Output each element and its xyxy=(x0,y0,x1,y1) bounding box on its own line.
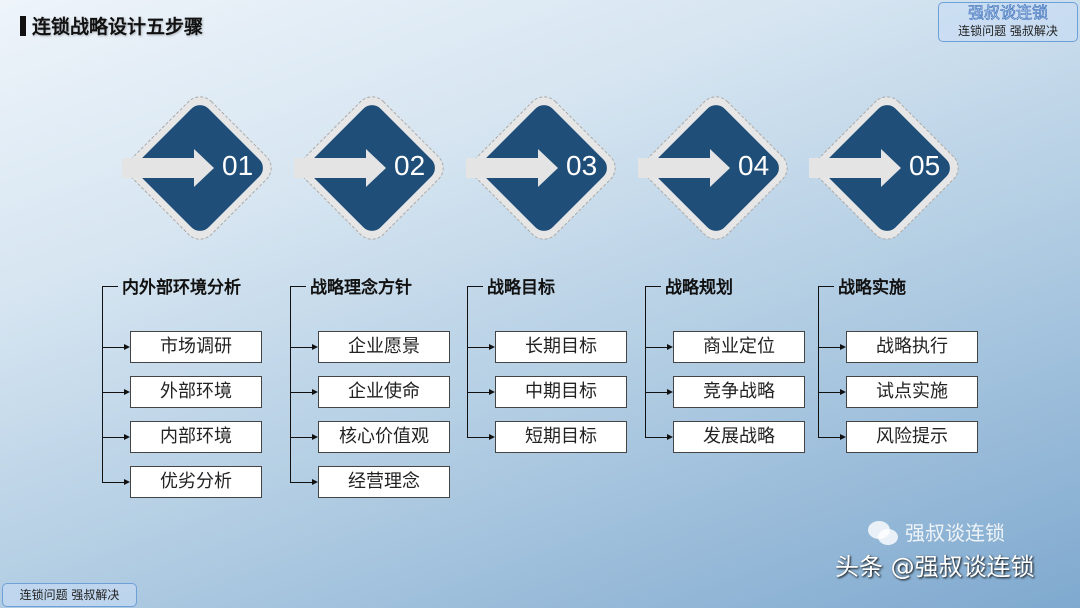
arrow-icon xyxy=(466,96,616,240)
item-arrow xyxy=(645,344,673,350)
step-item: 短期目标 xyxy=(495,421,627,453)
step-number: 01 xyxy=(222,150,254,181)
arrow-icon xyxy=(294,96,444,240)
title-text: 连锁战略设计五步骤 xyxy=(32,16,204,38)
item-arrow xyxy=(290,434,318,440)
step-item: 中期目标 xyxy=(495,376,627,408)
tree-line xyxy=(818,286,819,438)
step-heading: 战略目标 xyxy=(487,278,555,298)
title-bar xyxy=(20,15,26,36)
tree-line xyxy=(645,286,646,438)
item-arrow xyxy=(818,434,846,440)
step-number: 03 xyxy=(566,150,598,181)
step-number: 05 xyxy=(909,150,941,181)
arrow-icon xyxy=(809,96,959,240)
step-diamond-04: 04 xyxy=(630,82,802,254)
watermark: 头条 @强叔谈连锁 xyxy=(835,552,1035,582)
heading-connector xyxy=(102,286,118,287)
heading-connector xyxy=(290,286,306,287)
arrow-icon xyxy=(638,96,788,240)
step-item: 核心价值观 xyxy=(318,421,450,453)
item-arrow xyxy=(818,389,846,395)
tree-line xyxy=(467,286,468,438)
step-heading: 战略实施 xyxy=(838,278,906,298)
step-item: 优劣分析 xyxy=(130,466,262,498)
item-arrow xyxy=(290,389,318,395)
step-item: 企业愿景 xyxy=(318,331,450,363)
heading-connector xyxy=(645,286,661,287)
step-item: 发展战略 xyxy=(673,421,805,453)
step-item: 竞争战略 xyxy=(673,376,805,408)
step-item: 经营理念 xyxy=(318,466,450,498)
step-heading: 战略规划 xyxy=(665,278,733,298)
item-arrow xyxy=(102,344,130,350)
heading-connector xyxy=(818,286,834,287)
step-diamond-05: 05 xyxy=(801,82,973,254)
item-arrow xyxy=(290,344,318,350)
step-heading: 内外部环境分析 xyxy=(122,278,241,298)
step-item: 风险提示 xyxy=(846,421,978,453)
brand-slogan: 连锁问题 强叔解决 xyxy=(958,24,1058,38)
item-arrow xyxy=(467,344,495,350)
step-heading: 战略理念方针 xyxy=(310,278,412,298)
step-item: 企业使命 xyxy=(318,376,450,408)
step-diamond-02: 02 xyxy=(286,82,458,254)
wechat-icon xyxy=(868,521,898,545)
step-item: 战略执行 xyxy=(846,331,978,363)
brand-name: 强叔谈连锁 xyxy=(967,3,1049,23)
item-arrow xyxy=(290,479,318,485)
step-number: 04 xyxy=(738,150,770,181)
arrow-icon xyxy=(122,96,272,240)
step-item: 市场调研 xyxy=(130,331,262,363)
tree-line xyxy=(290,286,291,483)
watermark-wechat: 强叔谈连锁 xyxy=(905,521,1005,545)
heading-connector xyxy=(467,286,483,287)
step-item: 商业定位 xyxy=(673,331,805,363)
item-arrow xyxy=(102,434,130,440)
item-arrow xyxy=(645,389,673,395)
step-diamond-01: 01 xyxy=(114,82,286,254)
tree-line xyxy=(102,286,103,483)
step-item: 外部环境 xyxy=(130,376,262,408)
brand-badge: 强叔谈连锁 连锁问题 强叔解决 xyxy=(938,2,1078,42)
item-arrow xyxy=(467,434,495,440)
watermark-handle: @强叔谈连锁 xyxy=(890,553,1035,581)
step-item: 试点实施 xyxy=(846,376,978,408)
step-number: 02 xyxy=(394,150,426,181)
item-arrow xyxy=(102,479,130,485)
step-diamond-03: 03 xyxy=(458,82,630,254)
item-arrow xyxy=(102,389,130,395)
item-arrow xyxy=(467,389,495,395)
item-arrow xyxy=(818,344,846,350)
step-item: 内部环境 xyxy=(130,421,262,453)
watermark-platform: 头条 xyxy=(835,553,883,581)
footer-badge: 连锁问题 强叔解决 xyxy=(2,583,137,607)
item-arrow xyxy=(645,434,673,440)
step-item: 长期目标 xyxy=(495,331,627,363)
page-title: 连锁战略设计五步骤 xyxy=(20,12,203,39)
